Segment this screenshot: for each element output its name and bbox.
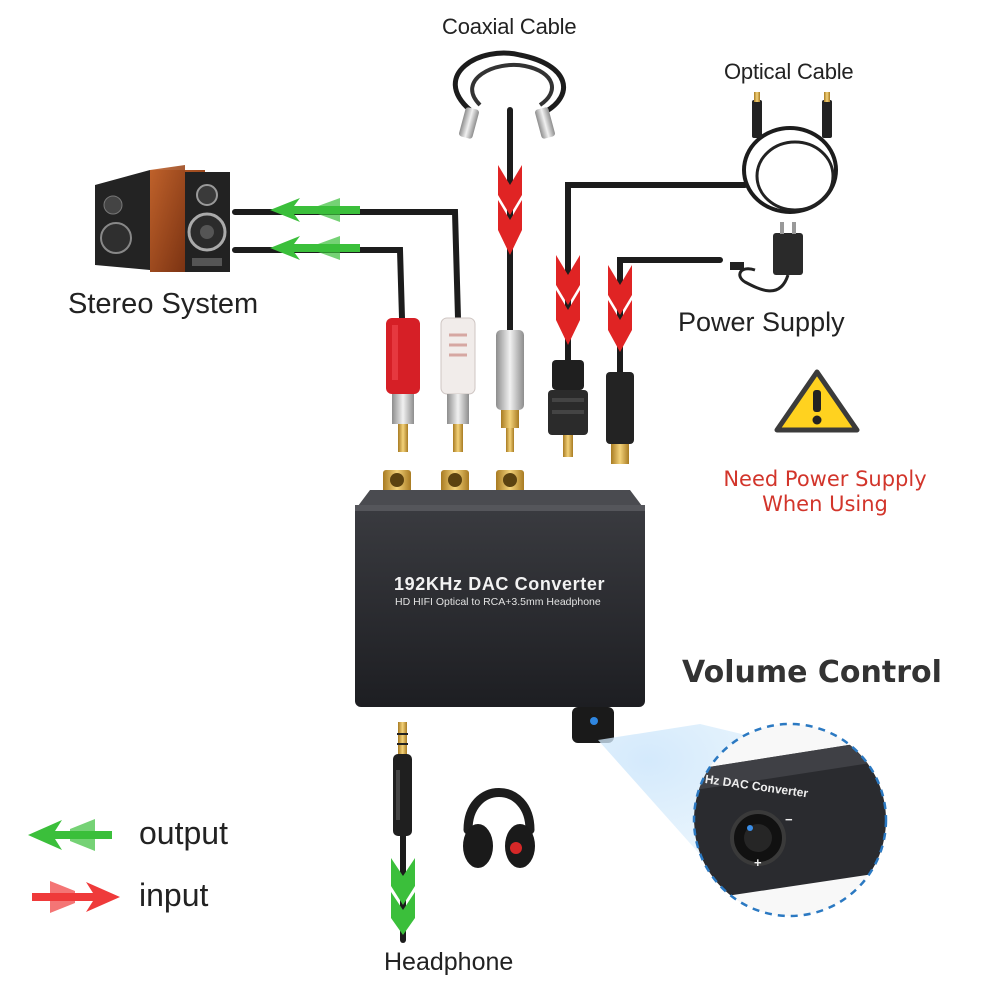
volume-control-label: Volume Control xyxy=(682,655,942,690)
headphone-jack-plug xyxy=(393,722,412,836)
micro-usb-plug xyxy=(606,372,634,464)
volume-zoom-inset xyxy=(692,722,888,918)
power-supply-label: Power Supply xyxy=(678,307,845,337)
coaxial-cable-label: Coaxial Cable xyxy=(442,14,577,39)
optical-cable-icon xyxy=(742,92,838,214)
legend-output-arrow xyxy=(28,819,112,851)
optical-plug xyxy=(548,360,588,457)
red-rca-plug xyxy=(386,318,420,452)
speaker-icon xyxy=(95,165,230,272)
legend-input-arrow xyxy=(32,881,120,913)
power-adapter-icon xyxy=(730,222,803,293)
legend-output-label: output xyxy=(139,815,228,851)
legend-input-label: input xyxy=(139,877,209,913)
output-arrow xyxy=(270,236,360,260)
stereo-system-label: Stereo System xyxy=(68,288,259,320)
warning-icon xyxy=(774,369,860,433)
input-arrow-coaxial xyxy=(498,165,522,255)
device-title: 192KHz DAC Converter xyxy=(394,574,606,594)
input-arrow-power xyxy=(608,265,632,352)
input-arrows xyxy=(498,165,632,352)
optical-cable-label: Optical Cable xyxy=(724,59,854,84)
output-arrow-headphone xyxy=(391,858,415,935)
output-arrows xyxy=(270,198,360,260)
warning-text-line2: When Using xyxy=(762,492,888,516)
input-arrow-optical xyxy=(556,255,580,345)
headphone-label: Headphone xyxy=(384,948,514,976)
warning-text-line1: Need Power Supply xyxy=(723,467,927,491)
output-arrow xyxy=(270,198,360,222)
coaxial-cable-icon xyxy=(452,50,566,139)
red-rca-cable xyxy=(232,247,405,321)
device-subtitle: HD HIFI Optical to RCA+3.5mm Headphone xyxy=(395,596,601,608)
knob-minus-label: − xyxy=(785,812,793,827)
dac-converter-device xyxy=(355,470,645,743)
coaxial-plug xyxy=(496,330,524,452)
headphones-icon xyxy=(463,788,535,868)
white-rca-cable xyxy=(232,209,461,321)
knob-plus-label: + xyxy=(754,855,762,870)
white-rca-plug xyxy=(440,317,476,452)
warning-text: Need Power Supply When Using xyxy=(700,467,950,517)
